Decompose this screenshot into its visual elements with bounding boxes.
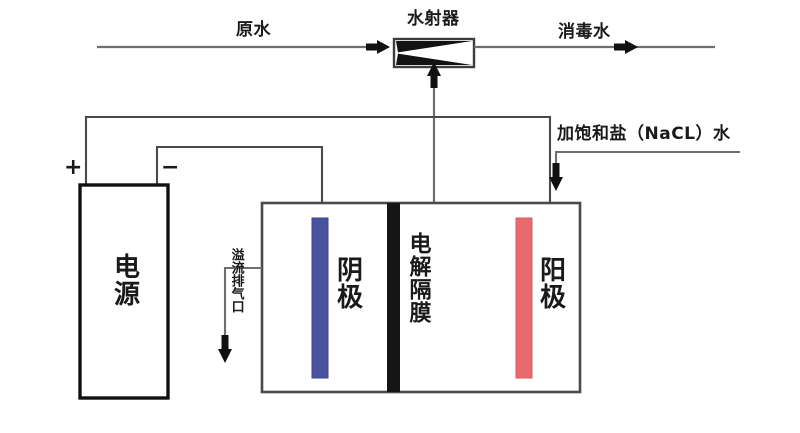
brine-inlet-label: 加饱和盐（NaCL）水 (557, 124, 731, 144)
electrolysis-membrane-bar (387, 203, 400, 392)
positive-terminal-label: + (64, 155, 83, 180)
raw-water-label: 原水 (236, 20, 271, 40)
negative-terminal-label: − (161, 155, 180, 180)
membrane-label: 电解隔膜 (405, 232, 431, 324)
overflow-vent-label: 溢流排气口 (228, 248, 244, 313)
brine-inlet-arrow (549, 163, 563, 191)
positive-wire (84, 115, 552, 218)
raw-water-flow-arrow (366, 40, 390, 54)
overflow-vent-pipe (223, 266, 262, 340)
overflow-vent-arrow (218, 335, 232, 363)
ejector-venturi-lower (396, 53, 472, 65)
cathode-electrode (311, 217, 329, 379)
cathode-label: 阴极 (332, 256, 363, 310)
ejector-venturi-upper (396, 41, 472, 53)
negative-wire (155, 145, 324, 218)
disinfected-water-label: 消毒水 (558, 22, 611, 42)
brine-inlet-pipe (554, 150, 740, 168)
anode-label: 阳极 (535, 256, 566, 310)
power-supply-box (78, 183, 170, 400)
anode-electrode (515, 217, 533, 379)
ejector-label: 水射器 (407, 9, 460, 29)
disinfected-water-flow-arrow (614, 40, 638, 54)
hypochlorite-riser-arrow (427, 62, 441, 88)
power-supply-label: 电源 (109, 253, 140, 307)
